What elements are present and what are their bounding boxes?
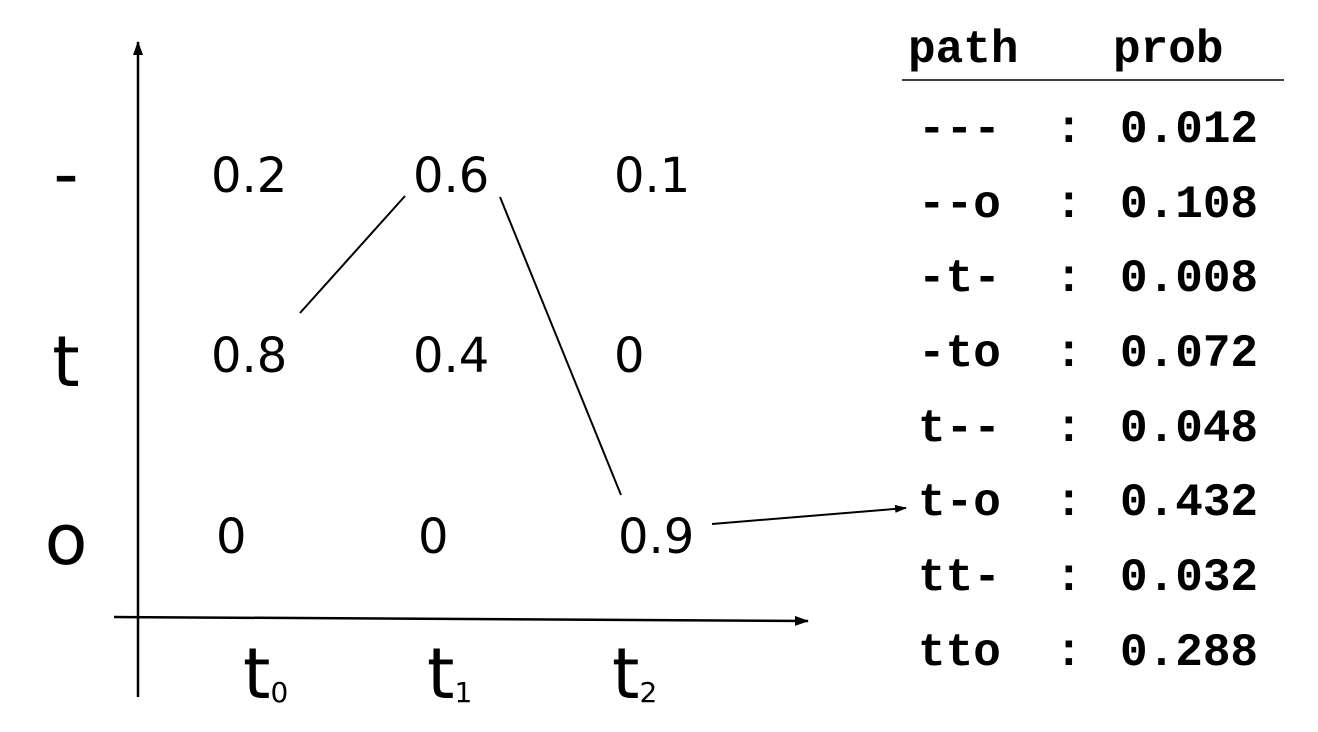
table-row-prob: 0.108 bbox=[1120, 179, 1258, 231]
cell-blank-t1: 0.6 bbox=[413, 148, 489, 204]
table-header-prob: prob bbox=[1113, 24, 1223, 76]
time-label-t0: t0 bbox=[243, 633, 288, 715]
x-axis bbox=[113, 615, 809, 626]
svg-text:t1: t1 bbox=[427, 633, 472, 715]
table-row-prob-highlighted: 0.432 bbox=[1120, 477, 1258, 529]
table-row-sep: : bbox=[1055, 179, 1083, 231]
table-row-prob: 0.008 bbox=[1120, 253, 1258, 305]
table-row-prob: 0.288 bbox=[1120, 627, 1258, 679]
cell-t-t1: 0.4 bbox=[413, 328, 489, 384]
table-row-path: --- bbox=[918, 104, 1001, 156]
row-label-o: o bbox=[45, 499, 88, 581]
table-row-sep: : bbox=[1055, 328, 1083, 380]
table-row-prob: 0.012 bbox=[1120, 104, 1258, 156]
table-row-sep: : bbox=[1055, 104, 1083, 156]
table-row-sep: : bbox=[1055, 403, 1083, 455]
path-segment-t0-t1 bbox=[299, 195, 406, 314]
cell-o-t2: 0.9 bbox=[618, 509, 694, 565]
table-header-path: path bbox=[908, 24, 1018, 76]
svg-text:t2: t2 bbox=[612, 633, 657, 715]
table-row-sep: : bbox=[1055, 253, 1083, 305]
table-row-prob: 0.048 bbox=[1120, 403, 1258, 455]
table-row-sep: : bbox=[1055, 477, 1083, 529]
row-label-t: t bbox=[52, 321, 79, 403]
cell-t-t0: 0.8 bbox=[211, 328, 287, 384]
cell-blank-t2: 0.1 bbox=[614, 148, 690, 204]
table-row-prob: 0.072 bbox=[1120, 328, 1258, 380]
table-row-sep: : bbox=[1055, 552, 1083, 604]
cell-blank-t0: 0.2 bbox=[211, 148, 287, 204]
table-row-path: tto bbox=[918, 627, 1001, 679]
cell-t-t2: 0 bbox=[614, 328, 645, 384]
path-segment-t1-t2 bbox=[499, 196, 622, 496]
table-row-path: -to bbox=[918, 328, 1001, 380]
table-rows: --- : 0.012 --o : 0.108 -t- : 0.008 -to … bbox=[918, 104, 1258, 679]
time-label-t1: t1 bbox=[427, 633, 472, 715]
time-label-t2: t2 bbox=[612, 633, 657, 715]
table-row-path-highlighted: t-o bbox=[918, 477, 1001, 529]
cell-o-t1: 0 bbox=[418, 509, 449, 565]
cell-o-t0: 0 bbox=[216, 509, 247, 565]
table-row-path: tt- bbox=[918, 552, 1001, 604]
path-result-arrow bbox=[711, 504, 907, 525]
table-row-path: --o bbox=[918, 179, 1001, 231]
svg-text:t0: t0 bbox=[243, 633, 288, 715]
table-row-prob: 0.032 bbox=[1120, 552, 1258, 604]
row-label-blank: - bbox=[53, 133, 78, 215]
table-row-path: -t- bbox=[918, 253, 1001, 305]
table-row-sep: : bbox=[1055, 627, 1083, 679]
table-row-path: t-- bbox=[918, 403, 1001, 455]
